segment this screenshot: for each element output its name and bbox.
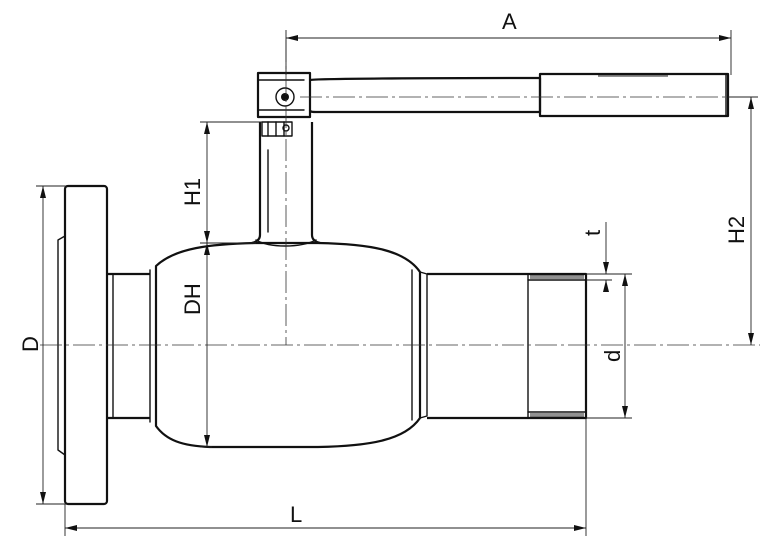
dimension-h1: H1 [180,121,262,244]
stem [251,121,321,247]
dimension-label-a: A [502,9,517,34]
dimension-dh: DH [180,243,212,448]
dimension-h2: H2 [724,96,758,345]
handle [256,71,730,119]
centre-lines [40,40,760,346]
flange-neck [107,265,157,427]
dimension-label-dh: DH [180,283,205,315]
dimension-label-l: L [290,502,302,527]
weld-end-pipe [427,272,588,420]
dimension-label-d-flange: D [18,336,43,352]
dimension-l: L [64,418,587,536]
dimension-label-d-bore: d [600,350,625,362]
dimension-label-t: t [580,230,605,236]
dimension-d-flange: D [18,185,66,505]
dimension-t: t [580,222,632,292]
dimension-d-bore: d [586,274,632,419]
dimension-label-h2: H2 [724,216,749,244]
dimension-a: A [285,9,732,75]
dimension-label-h1: H1 [180,178,205,206]
